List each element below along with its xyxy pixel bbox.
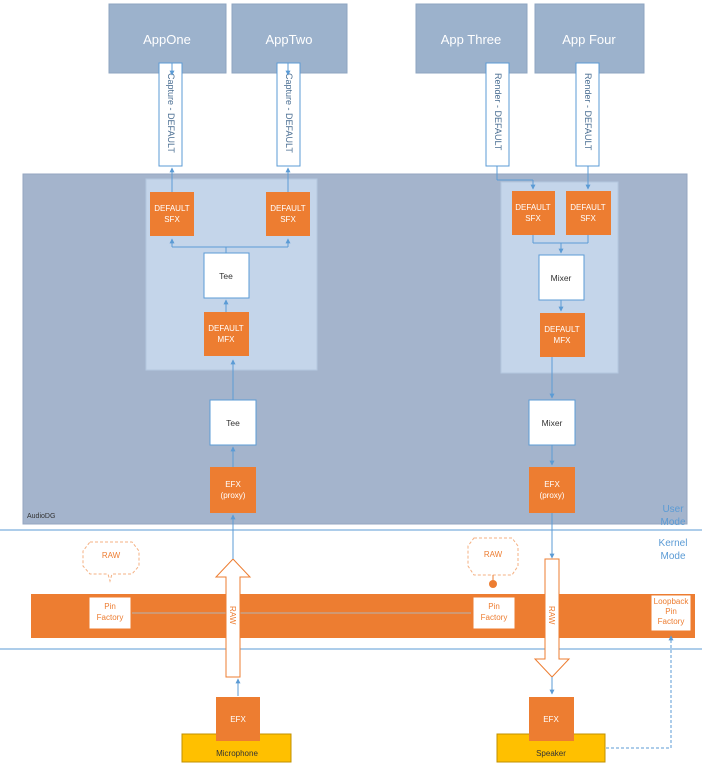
render-connectors	[496, 166, 591, 559]
capture-sfx-one	[150, 192, 194, 236]
loopback-pin-factory	[650, 594, 692, 632]
raw-capture-arrow	[214, 558, 252, 678]
device-connectors	[230, 514, 555, 696]
raw-badge-render-label: RAW	[484, 550, 503, 559]
speaker-efx-label: EFX	[543, 715, 559, 724]
loopback-dashed-path	[606, 635, 674, 749]
app-one-label: AppOne	[143, 32, 191, 47]
raw-badge-capture-label: RAW	[102, 551, 121, 560]
render-efx-proxy-label: EFX(proxy)	[540, 480, 565, 500]
capture-sfx-two	[266, 192, 310, 236]
raw-render-dot	[489, 580, 497, 588]
app-four-box	[534, 3, 645, 74]
raw-render-arrow-label: RAW	[547, 606, 556, 625]
raw-capture-arrow-label: RAW	[228, 606, 237, 625]
app-three-box	[415, 3, 528, 74]
pin-factory-capture	[88, 596, 132, 630]
app-three-label: App Three	[441, 32, 501, 47]
capture-device-tee-label: Tee	[226, 418, 240, 428]
render-sfx-one	[512, 191, 555, 235]
speaker-label: Speaker	[536, 749, 566, 758]
app-four-label: App Four	[562, 32, 616, 47]
render-sfx-two	[566, 191, 611, 235]
capture-efx-proxy	[210, 467, 256, 513]
capture-efx-proxy-label: EFX(proxy)	[221, 480, 246, 500]
raw-badge-capture	[82, 541, 140, 583]
render-stream-four-label: Render - DEFAULT	[583, 73, 593, 151]
audiodg-label: AudioDG	[27, 513, 55, 520]
kernel-driver-bar	[31, 594, 695, 638]
render-app-mixer	[538, 254, 585, 301]
capture-stream-one	[158, 62, 183, 167]
render-efx-proxy	[529, 467, 575, 513]
raw-render-arrow	[533, 558, 571, 678]
render-stream-three-label: Render - DEFAULT	[493, 73, 503, 151]
microphone-efx	[216, 697, 260, 741]
render-device-mixer-label: Mixer	[542, 418, 563, 428]
speaker-efx	[529, 697, 574, 741]
capture-app-tee	[203, 252, 250, 299]
capture-app-tee-label: Tee	[219, 271, 233, 281]
render-app-mixer-label: Mixer	[551, 273, 572, 283]
raw-badge-render	[467, 537, 519, 576]
app-one-box	[108, 3, 227, 74]
capture-device-tee	[209, 399, 257, 446]
microphone-label: Microphone	[216, 749, 258, 758]
capture-mfx	[204, 312, 249, 356]
app-two-box	[231, 3, 348, 74]
capture-connectors	[169, 63, 291, 467]
app-two-label: AppTwo	[266, 32, 313, 47]
capture-stream-one-label: Capture - DEFAULT	[166, 73, 176, 153]
pin-factory-render	[472, 596, 516, 630]
render-mfx	[540, 313, 585, 357]
microphone-efx-label: EFX	[230, 715, 246, 724]
capture-stream-two-label: Capture - DEFAULT	[284, 73, 294, 153]
